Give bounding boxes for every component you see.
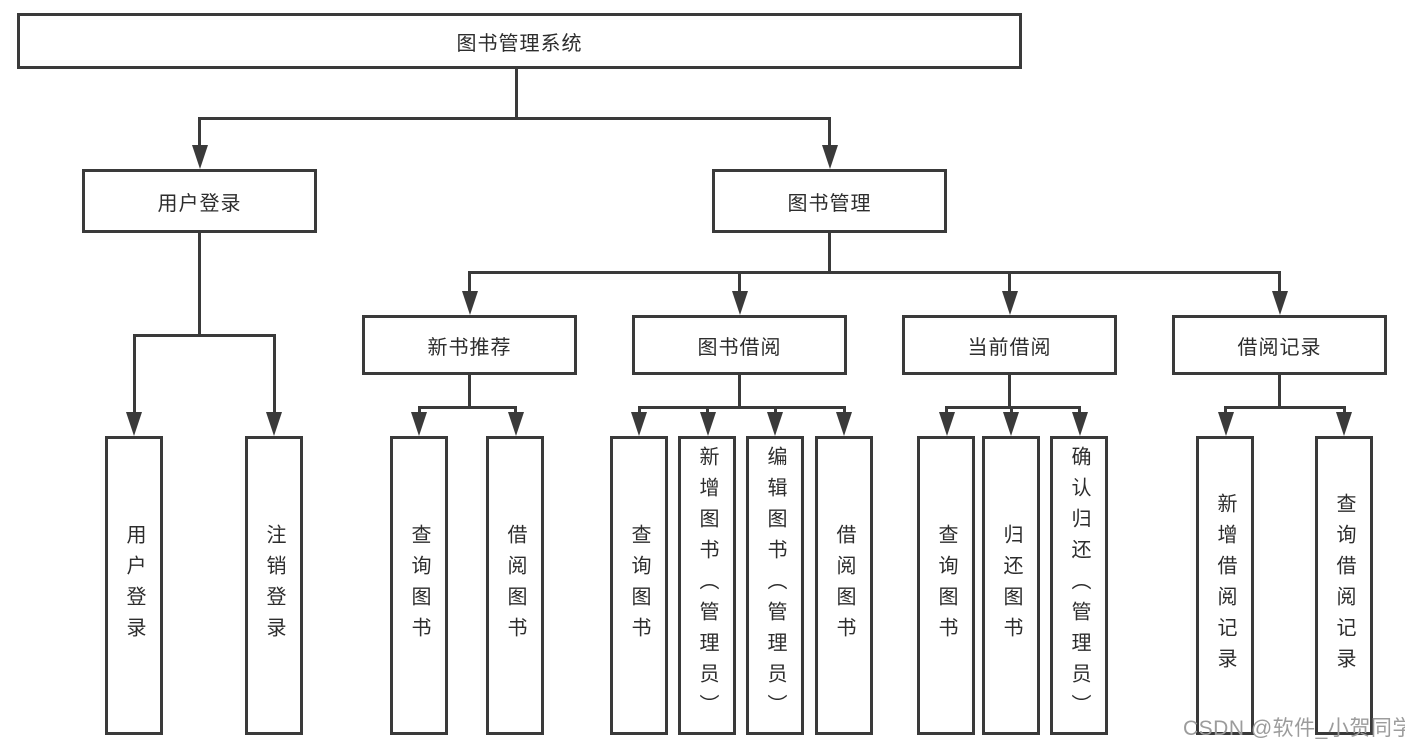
arrow-down-icon (126, 412, 142, 436)
node-leaf-edit-book-admin: 编辑图书（管理员） (746, 436, 804, 735)
connector-line (198, 233, 201, 335)
arrow-down-icon (1003, 412, 1019, 436)
arrow-down-icon (836, 412, 852, 436)
arrow-down-icon (462, 291, 478, 315)
connector-line (1224, 406, 1346, 409)
node-leaf-query-borrow-record-label: 查询借阅记录 (1333, 492, 1355, 679)
connector-line (1008, 375, 1011, 407)
arrow-down-icon (411, 412, 427, 436)
node-leaf-borrow-books-1-label: 借阅图书 (504, 523, 526, 648)
node-new-book-recommendation-label: 新书推荐 (427, 336, 512, 359)
connector-line (738, 271, 741, 293)
node-leaf-add-book-admin-label: 新增图书（管理员） (696, 446, 718, 725)
arrow-down-icon (700, 412, 716, 436)
connector-line (774, 406, 777, 414)
arrow-down-icon (266, 412, 282, 436)
connector-line (1010, 406, 1013, 414)
node-leaf-user-login-label: 用户登录 (123, 523, 145, 648)
node-leaf-borrow-books-2-label: 借阅图书 (833, 523, 855, 648)
node-book-management: 图书管理 (712, 169, 947, 233)
node-leaf-borrow-books-1: 借阅图书 (486, 436, 544, 735)
node-leaf-borrow-books-2: 借阅图书 (815, 436, 873, 735)
connector-line (468, 375, 471, 407)
connector-line (514, 406, 517, 414)
node-leaf-edit-book-admin-label: 编辑图书（管理员） (764, 446, 786, 725)
connector-line (738, 375, 741, 407)
node-leaf-query-books-1-label: 查询图书 (408, 523, 430, 648)
arrow-down-icon (631, 412, 647, 436)
connector-line (1224, 406, 1227, 414)
node-user-login: 用户登录 (82, 169, 317, 233)
connector-line (273, 334, 276, 414)
node-leaf-logout: 注销登录 (245, 436, 303, 735)
node-current-borrowing-label: 当前借阅 (967, 336, 1052, 359)
connector-line (828, 117, 831, 147)
connector-line (1008, 271, 1011, 293)
connector-line (945, 406, 1081, 409)
connector-line (418, 406, 421, 414)
node-leaf-query-borrow-record: 查询借阅记录 (1315, 436, 1373, 735)
connector-line (828, 233, 831, 273)
node-leaf-return-books-label: 归还图书 (1000, 523, 1022, 648)
connector-line (198, 117, 201, 147)
connector-line (1278, 375, 1281, 407)
arrow-down-icon (192, 145, 208, 169)
connector-line (468, 271, 1281, 274)
node-leaf-query-books-1: 查询图书 (390, 436, 448, 735)
node-borrowing-records: 借阅记录 (1172, 315, 1387, 375)
node-library-system-label: 图书管理系统 (456, 32, 583, 55)
node-leaf-query-books-2: 查询图书 (610, 436, 668, 735)
connector-line (133, 334, 136, 414)
arrow-down-icon (1002, 291, 1018, 315)
csdn-watermark: CSDN @软件_小贺同学 (1183, 717, 1405, 740)
node-borrowing-records-label: 借阅记录 (1237, 336, 1322, 359)
connector-line (1343, 406, 1346, 414)
connector-line (706, 406, 709, 414)
node-leaf-confirm-return-admin: 确认归还（管理员） (1050, 436, 1108, 735)
node-book-borrowing-label: 图书借阅 (697, 336, 782, 359)
node-library-system: 图书管理系统 (17, 13, 1022, 69)
arrow-down-icon (939, 412, 955, 436)
node-leaf-add-borrow-record-label: 新增借阅记录 (1214, 492, 1236, 679)
node-leaf-confirm-return-admin-label: 确认归还（管理员） (1068, 446, 1090, 725)
node-leaf-query-books-2-label: 查询图书 (628, 523, 650, 648)
connector-line (515, 69, 518, 118)
arrow-down-icon (1336, 412, 1352, 436)
connector-line (198, 117, 831, 120)
node-leaf-logout-label: 注销登录 (263, 523, 285, 648)
node-leaf-query-books-3: 查询图书 (917, 436, 975, 735)
node-book-management-label: 图书管理 (787, 192, 872, 215)
node-book-borrowing: 图书借阅 (632, 315, 847, 375)
arrow-down-icon (1218, 412, 1234, 436)
connector-line (1078, 406, 1081, 414)
connector-line (418, 406, 517, 409)
connector-line (843, 406, 846, 414)
node-new-book-recommendation: 新书推荐 (362, 315, 577, 375)
arrow-down-icon (1072, 412, 1088, 436)
arrow-down-icon (1272, 291, 1288, 315)
arrow-down-icon (822, 145, 838, 169)
arrow-down-icon (732, 291, 748, 315)
node-leaf-query-books-3-label: 查询图书 (935, 523, 957, 648)
arrow-down-icon (508, 412, 524, 436)
node-leaf-user-login: 用户登录 (105, 436, 163, 735)
node-leaf-add-book-admin: 新增图书（管理员） (678, 436, 736, 735)
connector-line (468, 271, 471, 293)
node-leaf-add-borrow-record: 新增借阅记录 (1196, 436, 1254, 735)
arrow-down-icon (767, 412, 783, 436)
node-leaf-return-books: 归还图书 (982, 436, 1040, 735)
node-user-login-label: 用户登录 (157, 192, 242, 215)
connector-line (945, 406, 948, 414)
connector-line (638, 406, 846, 409)
connector-line (1278, 271, 1281, 293)
connector-line (133, 334, 276, 337)
connector-line (638, 406, 641, 414)
node-current-borrowing: 当前借阅 (902, 315, 1117, 375)
